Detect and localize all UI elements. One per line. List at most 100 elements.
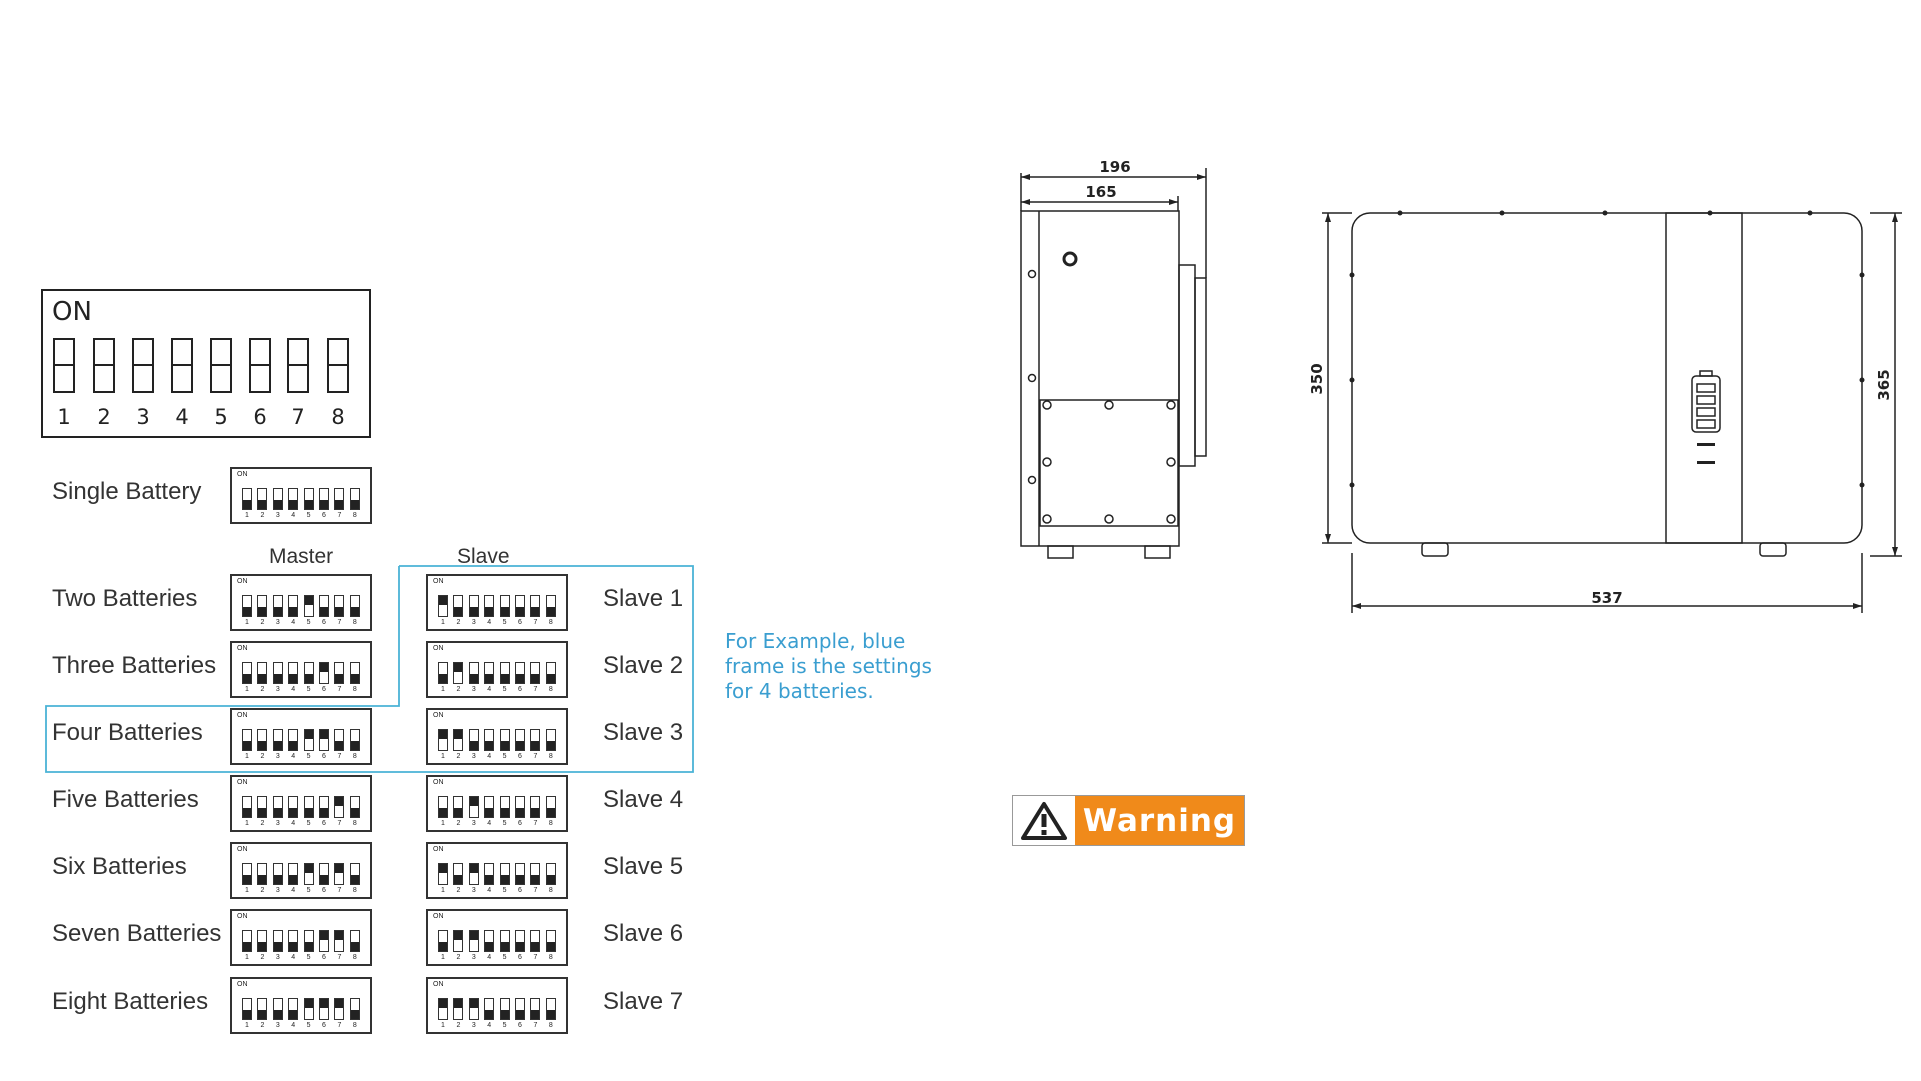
dip-toggle-5-off <box>499 863 510 885</box>
dip-toggle-3-off <box>272 729 283 751</box>
dip-toggle-8-off <box>349 595 360 617</box>
dip-on-label: ON <box>237 981 248 988</box>
slave-label: Slave 2 <box>603 652 684 679</box>
slave-header: Slave <box>457 545 510 568</box>
dip-number: 2 <box>456 820 461 827</box>
dip-number: 5 <box>306 753 311 760</box>
dip-toggle-6-on <box>319 729 329 751</box>
dip-toggle-1-off <box>438 930 448 952</box>
dip-switch-number: 1 <box>57 405 71 429</box>
dip-toggle-5-off <box>499 998 510 1020</box>
dip-toggle-2-off <box>257 729 268 751</box>
row-label: Three Batteries <box>52 652 217 679</box>
dip-switch-1 <box>53 338 75 393</box>
dip-toggle-4-off <box>288 796 299 818</box>
dip-number: 4 <box>487 820 492 827</box>
dip-number: 7 <box>533 887 538 894</box>
dip-number: 1 <box>441 686 445 693</box>
dip-toggle-1-off <box>438 796 448 818</box>
dip-number: 8 <box>352 619 357 626</box>
dip-switch-number: 7 <box>291 405 305 429</box>
dip-number: 2 <box>456 954 461 961</box>
dip-number: 2 <box>456 887 461 894</box>
dip-toggle-4-off <box>484 729 495 751</box>
dip-number: 8 <box>352 954 357 961</box>
dip-on-label: ON <box>433 913 444 920</box>
dip-number: 5 <box>502 887 507 894</box>
dip-toggle-2-off <box>257 863 268 885</box>
dip-toggle-8-off <box>545 796 556 818</box>
dip-toggle-7-off <box>530 863 541 885</box>
dip-number: 4 <box>291 887 296 894</box>
dip-number: 4 <box>291 686 296 693</box>
dip-toggle-2-on <box>453 998 464 1020</box>
dip-switch-2 <box>93 338 115 393</box>
dip-toggle-6-off <box>515 863 525 885</box>
dip-toggle-6-off <box>319 796 329 818</box>
dip-number: 1 <box>441 954 445 961</box>
dip-toggle-6-off <box>515 998 525 1020</box>
dip-toggle-2-off <box>257 662 268 684</box>
dip-number: 8 <box>352 820 357 827</box>
dip-switch-3 <box>132 338 154 393</box>
dip-on-label: ON <box>237 645 248 652</box>
dip-number: 8 <box>548 753 553 760</box>
dip-number: 4 <box>487 1022 492 1029</box>
slave-label: Slave 7 <box>603 988 684 1015</box>
dip-on-label: ON <box>433 981 444 988</box>
dip-toggle-8-off <box>349 998 360 1020</box>
dip-number: 5 <box>306 954 311 961</box>
dip-number: 3 <box>275 686 280 693</box>
dip-toggle-7-off <box>530 796 541 818</box>
dip-number: 5 <box>306 619 311 626</box>
dip-toggle-8-off <box>349 488 360 510</box>
dip-number: 4 <box>487 887 492 894</box>
dip-toggle-7-off <box>334 595 345 617</box>
dip-toggle-1-off <box>242 998 252 1020</box>
dip-number: 1 <box>245 619 249 626</box>
dip-on-label: ON <box>237 846 248 853</box>
dip-number: 3 <box>275 753 280 760</box>
dip-toggle-4-off <box>288 863 299 885</box>
dip-toggle-2-on <box>453 930 464 952</box>
dip-number: 6 <box>518 753 522 760</box>
dip-on-label: ON <box>433 779 444 786</box>
dip-number: 2 <box>260 1022 265 1029</box>
dip-number: 7 <box>533 619 538 626</box>
slave-label: Slave 4 <box>603 786 684 813</box>
dip-toggle-8-off <box>349 662 360 684</box>
dip-toggle-1-on <box>438 595 448 617</box>
dip-toggle-8-off <box>349 863 360 885</box>
row-label: Five Batteries <box>52 786 199 813</box>
dip-toggle-4-off <box>484 796 495 818</box>
dip-toggle-7-off <box>530 662 541 684</box>
dip-toggle-3-on <box>468 930 479 952</box>
dip-toggle-1-off <box>242 488 252 510</box>
dip-number: 4 <box>291 1022 296 1029</box>
dip-toggle-8-off <box>349 729 360 751</box>
dip-toggle-5-on <box>303 729 314 751</box>
dip-number: 6 <box>518 686 522 693</box>
dip-toggle-7-off <box>530 930 541 952</box>
on-label: ON <box>52 297 92 327</box>
dip-number: 6 <box>518 619 522 626</box>
dip-number: 3 <box>275 954 280 961</box>
dip-number: 8 <box>548 954 553 961</box>
dip-number: 2 <box>260 512 265 519</box>
dip-number: 3 <box>275 1022 280 1029</box>
dip-toggle-2-off <box>257 930 268 952</box>
dip-number: 5 <box>306 512 311 519</box>
dip-number: 3 <box>471 820 476 827</box>
dip-number: 2 <box>260 887 265 894</box>
dim-350: 350 <box>1308 363 1326 394</box>
dip-number: 1 <box>245 820 249 827</box>
dip-number: 6 <box>518 820 522 827</box>
dip-toggle-3-off <box>272 662 283 684</box>
dip-toggle-6-on <box>319 930 329 952</box>
